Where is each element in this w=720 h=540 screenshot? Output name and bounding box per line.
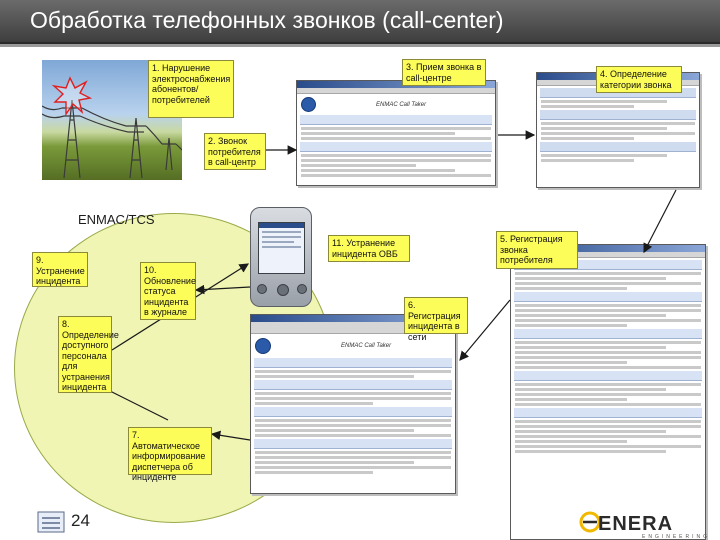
enmac-tcs-label: ENMAC/TCS [78, 212, 155, 227]
power-lines-illustration [42, 76, 182, 179]
step-11-note: 11. Устранение инцидента ОВБ [328, 235, 410, 262]
call-taker-screen-bottom: ENMAC Call Taker [250, 314, 456, 494]
registration-screen [510, 244, 706, 540]
step-7-note: 7. Автоматическое информирование диспетч… [128, 427, 212, 482]
page-title: Обработка телефонных звонков (call-cente… [30, 7, 504, 33]
call-taker-title-top: ENMAC Call Taker [376, 101, 427, 108]
spark-icon [51, 76, 93, 117]
step-6-note: 6. Регистрация инцидента в сети [404, 297, 468, 342]
step-10-note: 10. Обновление статуса инцидента в журна… [140, 262, 196, 320]
enera-logo-subtext: ENGINEERING [642, 534, 711, 540]
arrow-6-to-7 [210, 430, 251, 441]
step-2-note: 2. Звонок потребителя в call-центр [204, 133, 266, 170]
title-bar: Обработка телефонных звонков (call-cente… [0, 0, 720, 44]
enera-logo-text: ENERA [598, 513, 674, 535]
page-number: 24 [71, 511, 90, 530]
pda-screen [258, 222, 305, 274]
step-9-note: 9. Устранение инцидента [32, 252, 88, 287]
step-3-note: 3. Прием звонка в call-центре [402, 59, 486, 86]
pda-device [250, 207, 312, 307]
arrow-5-to-6 [459, 299, 511, 361]
step-4-note: 4. Определение категории звонка [596, 66, 682, 93]
arrow-4-to-5 [643, 189, 677, 254]
step-1-note: 1. Нарушение электроснабжения абонентов/… [148, 60, 234, 118]
ge-logo-icon [301, 97, 316, 112]
call-taker-screen-top: ENMAC Call Taker [296, 80, 496, 186]
step-8-note: 8. Определение доступного персонала для … [58, 316, 119, 393]
ge-logo-icon [255, 338, 271, 354]
step-5-note: 5. Регистрация звонка потребителя [496, 231, 578, 269]
arrow-11-to-10 [194, 284, 251, 295]
title-rule [0, 44, 720, 47]
call-taker-title-bottom: ENMAC Call Taker [341, 343, 392, 349]
